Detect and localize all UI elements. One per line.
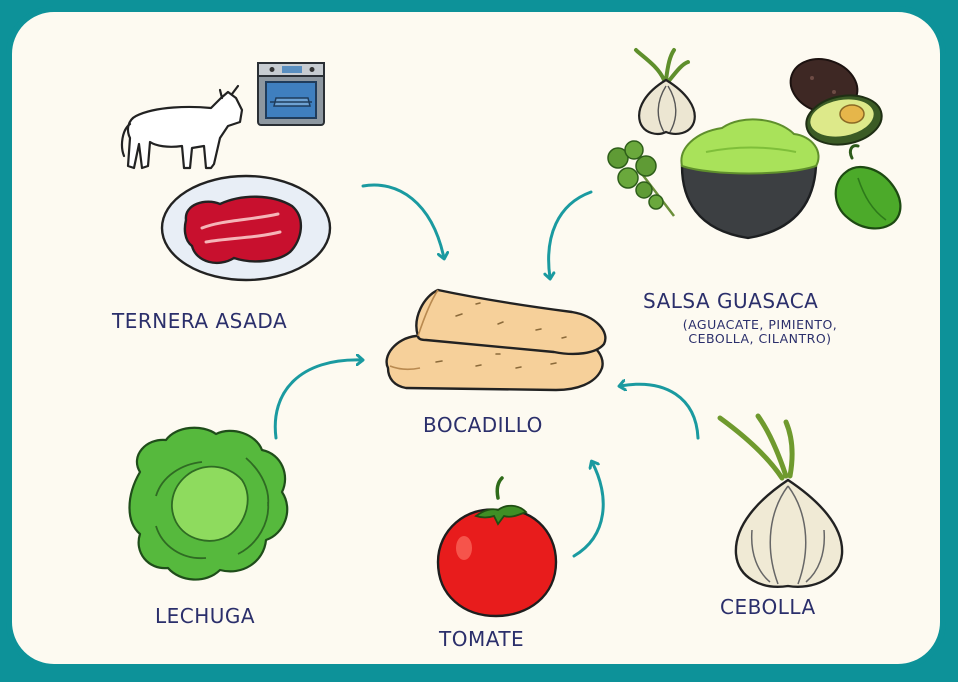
arrow-tomate-to-bocadillo	[572, 462, 605, 558]
label-salsa-guasaca: SALSA GUASACA	[643, 289, 819, 313]
guacamole-bowl-icon	[680, 118, 820, 240]
arrow-salsa-to-bocadillo	[549, 190, 593, 278]
tomato-icon	[436, 476, 558, 618]
onion-icon	[634, 48, 696, 135]
arrow-lechuga-to-bocadillo	[273, 360, 362, 440]
diagram-scene	[120, 48, 902, 618]
oven-icon	[257, 62, 325, 126]
cilantro-icon	[607, 140, 675, 217]
salsa-detail-line2: CEBOLLA, CILANTRO)	[688, 331, 832, 346]
steak-plate-icon	[160, 174, 332, 282]
green-pepper-icon	[834, 144, 902, 230]
bread-icon	[385, 288, 607, 392]
arrow-cebolla-to-bocadillo	[620, 384, 700, 440]
arrows	[273, 183, 700, 558]
onion-icon	[717, 413, 844, 588]
label-ternera-asada: TERNERA ASADA	[112, 309, 288, 333]
salsa-detail-line1: (AGUACATE, PIMIENTO,	[682, 317, 838, 332]
label-bocadillo: BOCADILLO	[423, 413, 543, 437]
label-cebolla: CEBOLLA	[720, 595, 816, 619]
cow-icon	[120, 84, 244, 170]
label-lechuga: LECHUGA	[155, 604, 256, 628]
label-salsa-guasaca-detail: (AGUACATE, PIMIENTO, CEBOLLA, CILANTRO)	[642, 318, 878, 346]
lettuce-icon	[128, 426, 289, 581]
arrow-ternera-to-bocadillo	[361, 183, 444, 258]
diagram-card: TERNERA ASADA SALSA GUASACA (AGUACATE, P…	[6, 6, 946, 670]
label-tomate: TOMATE	[439, 627, 525, 651]
avocado-icon	[805, 94, 883, 146]
